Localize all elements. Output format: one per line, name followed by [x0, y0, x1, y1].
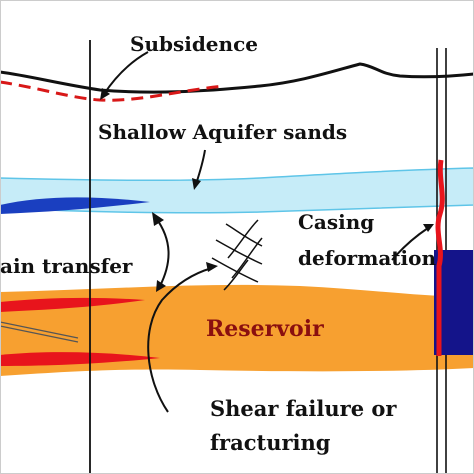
reservoir-streak — [0, 325, 79, 343]
strain-arrowhead-bottom — [156, 280, 166, 292]
aquifer-arrowhead — [192, 178, 201, 190]
shear-failure-arrow — [147, 267, 213, 413]
strain-transfer-arrow — [155, 217, 170, 287]
shallow-aquifer-label: Shallow Aquifer sands — [98, 120, 348, 144]
reservoir-streak — [0, 321, 79, 339]
casing-arrow — [391, 227, 429, 261]
shear-failure-label: Shear failure or — [210, 396, 397, 421]
red-lens-upper — [0, 297, 145, 312]
red-lens-lower — [0, 352, 160, 366]
subsidence-dashed-line — [0, 80, 226, 102]
ground-surface-line — [0, 62, 474, 94]
aquifer-arrow — [195, 149, 206, 185]
reservoir-label: Reservoir — [206, 316, 324, 342]
strain-arrowhead-top — [152, 212, 164, 226]
shear-crosshatch — [211, 219, 263, 291]
casing-deformation — [435, 159, 445, 356]
shear-failure-arrowhead — [206, 262, 218, 272]
deformation-label: deformation — [298, 246, 437, 270]
fracturing-label: fracturing — [210, 430, 331, 455]
reservoir-layer — [0, 284, 474, 376]
casing-label: Casing — [298, 210, 375, 234]
subsidence-arrow — [103, 51, 149, 95]
subsidence-arrowhead — [100, 88, 110, 100]
blue-lens — [0, 197, 150, 214]
strain-transfer-label: ain transfer — [0, 254, 133, 278]
subsidence-label: Subsidence — [130, 32, 258, 56]
casing-arrowhead — [423, 224, 434, 232]
